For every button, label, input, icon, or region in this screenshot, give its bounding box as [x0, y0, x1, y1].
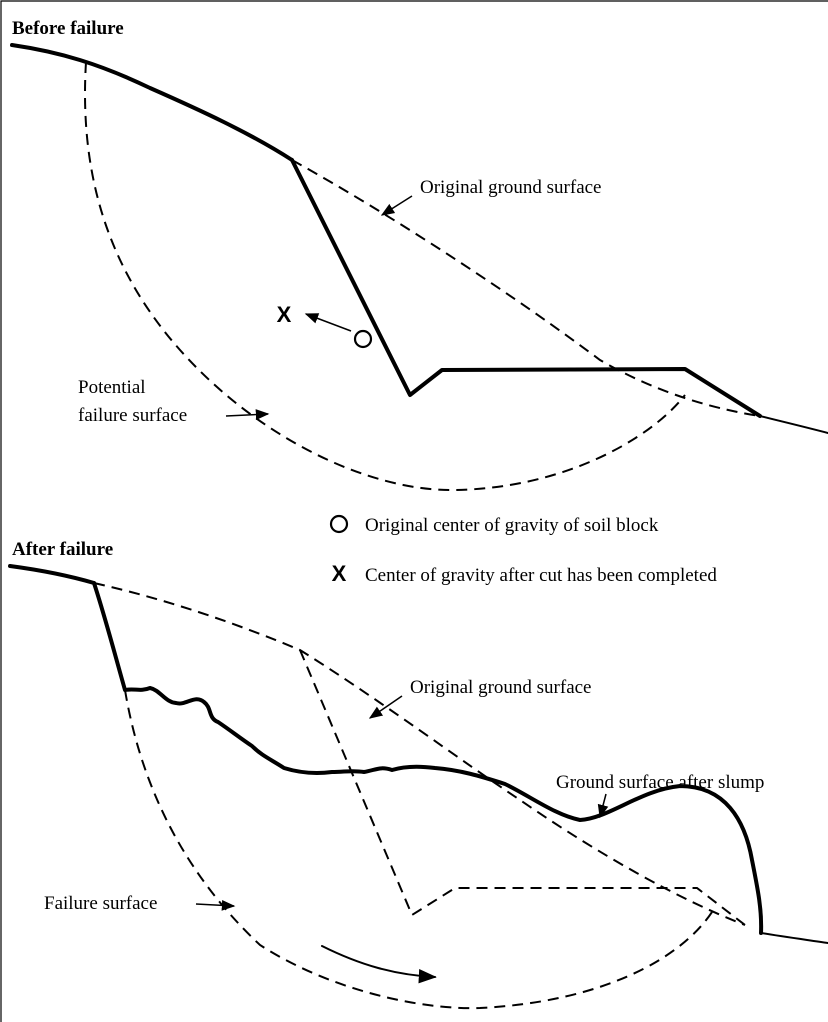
after-slumped-ground-surface	[92, 581, 764, 935]
cog-shift-arrow	[304, 313, 352, 332]
original-center-of-gravity-marker	[353, 329, 373, 349]
potential-failure-label-line2: failure surface	[78, 405, 187, 426]
before-heading: Before failure	[12, 18, 124, 39]
after-ground-upper	[8, 564, 96, 585]
after-ground-lower	[760, 932, 828, 944]
shifted-center-of-gravity-marker: X	[277, 302, 292, 327]
potential-failure-leader	[225, 409, 270, 420]
before-original-ground-surface	[291, 159, 761, 417]
failure-surface-leader	[195, 899, 236, 911]
legend-circle-icon	[329, 514, 349, 534]
after-original-cut-profile	[299, 649, 746, 926]
before-ground-lower	[759, 415, 828, 434]
failure-surface-label: Failure surface	[44, 893, 157, 914]
before-ground-upper	[10, 43, 294, 162]
before-failure-panel: Before failure X Original ground surface…	[10, 18, 828, 492]
legend-circle-text: Original center of gravity of soil block	[365, 515, 659, 536]
before-original-ground-leader	[380, 195, 413, 216]
potential-failure-label-line1: Potential	[78, 377, 146, 398]
slump-leader	[597, 793, 609, 819]
after-heading: After failure	[12, 539, 113, 560]
before-potential-failure-surface	[84, 61, 686, 492]
after-original-ground-label: Original ground surface	[410, 677, 592, 698]
legend-x-text: Center of gravity after cut has been com…	[365, 565, 717, 586]
after-original-ground-leader	[368, 695, 403, 719]
slide-direction-arrow	[321, 945, 437, 984]
after-failure-panel: After failure Original ground surface Gr…	[8, 539, 828, 1010]
after-original-ground-surface	[93, 582, 746, 926]
slump-label: Ground surface after slump	[556, 772, 764, 793]
legend: Original center of gravity of soil block…	[329, 514, 717, 586]
legend-x-icon: X	[332, 561, 347, 586]
before-original-ground-label: Original ground surface	[420, 177, 602, 198]
before-cut-profile	[290, 158, 762, 418]
after-failure-surface	[124, 689, 713, 1010]
